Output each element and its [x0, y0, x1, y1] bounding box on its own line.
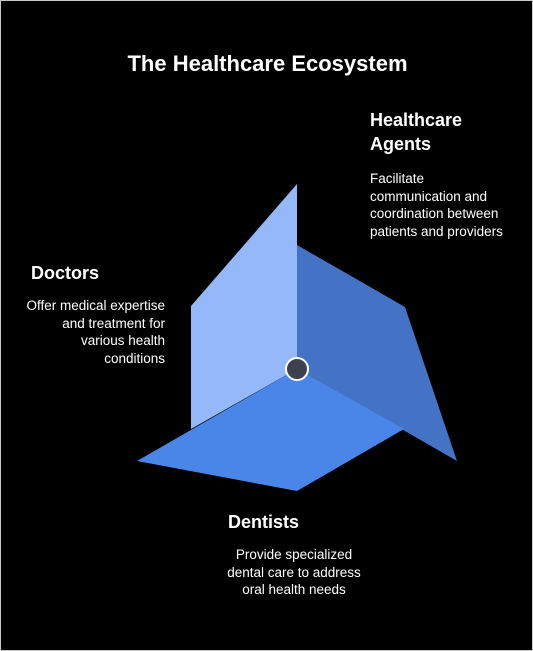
doctors-description: Offer medical expertise and treatment fo… — [26, 298, 165, 366]
diagram-title: The Healthcare Ecosystem — [127, 51, 408, 76]
agents-heading: Healthcare Agents — [370, 110, 463, 154]
dentists-description: Provide specialized dental care to addre… — [227, 547, 361, 597]
agents-description: Facilitate communication and coordinatio… — [370, 171, 503, 239]
panel-dentists — [137, 369, 404, 491]
dentists-heading: Dentists — [228, 512, 300, 532]
panel-doctors — [191, 184, 297, 429]
center-hub — [285, 357, 309, 381]
doctors-heading: Doctors — [31, 263, 100, 283]
panel-healthcare-agents — [297, 245, 457, 461]
